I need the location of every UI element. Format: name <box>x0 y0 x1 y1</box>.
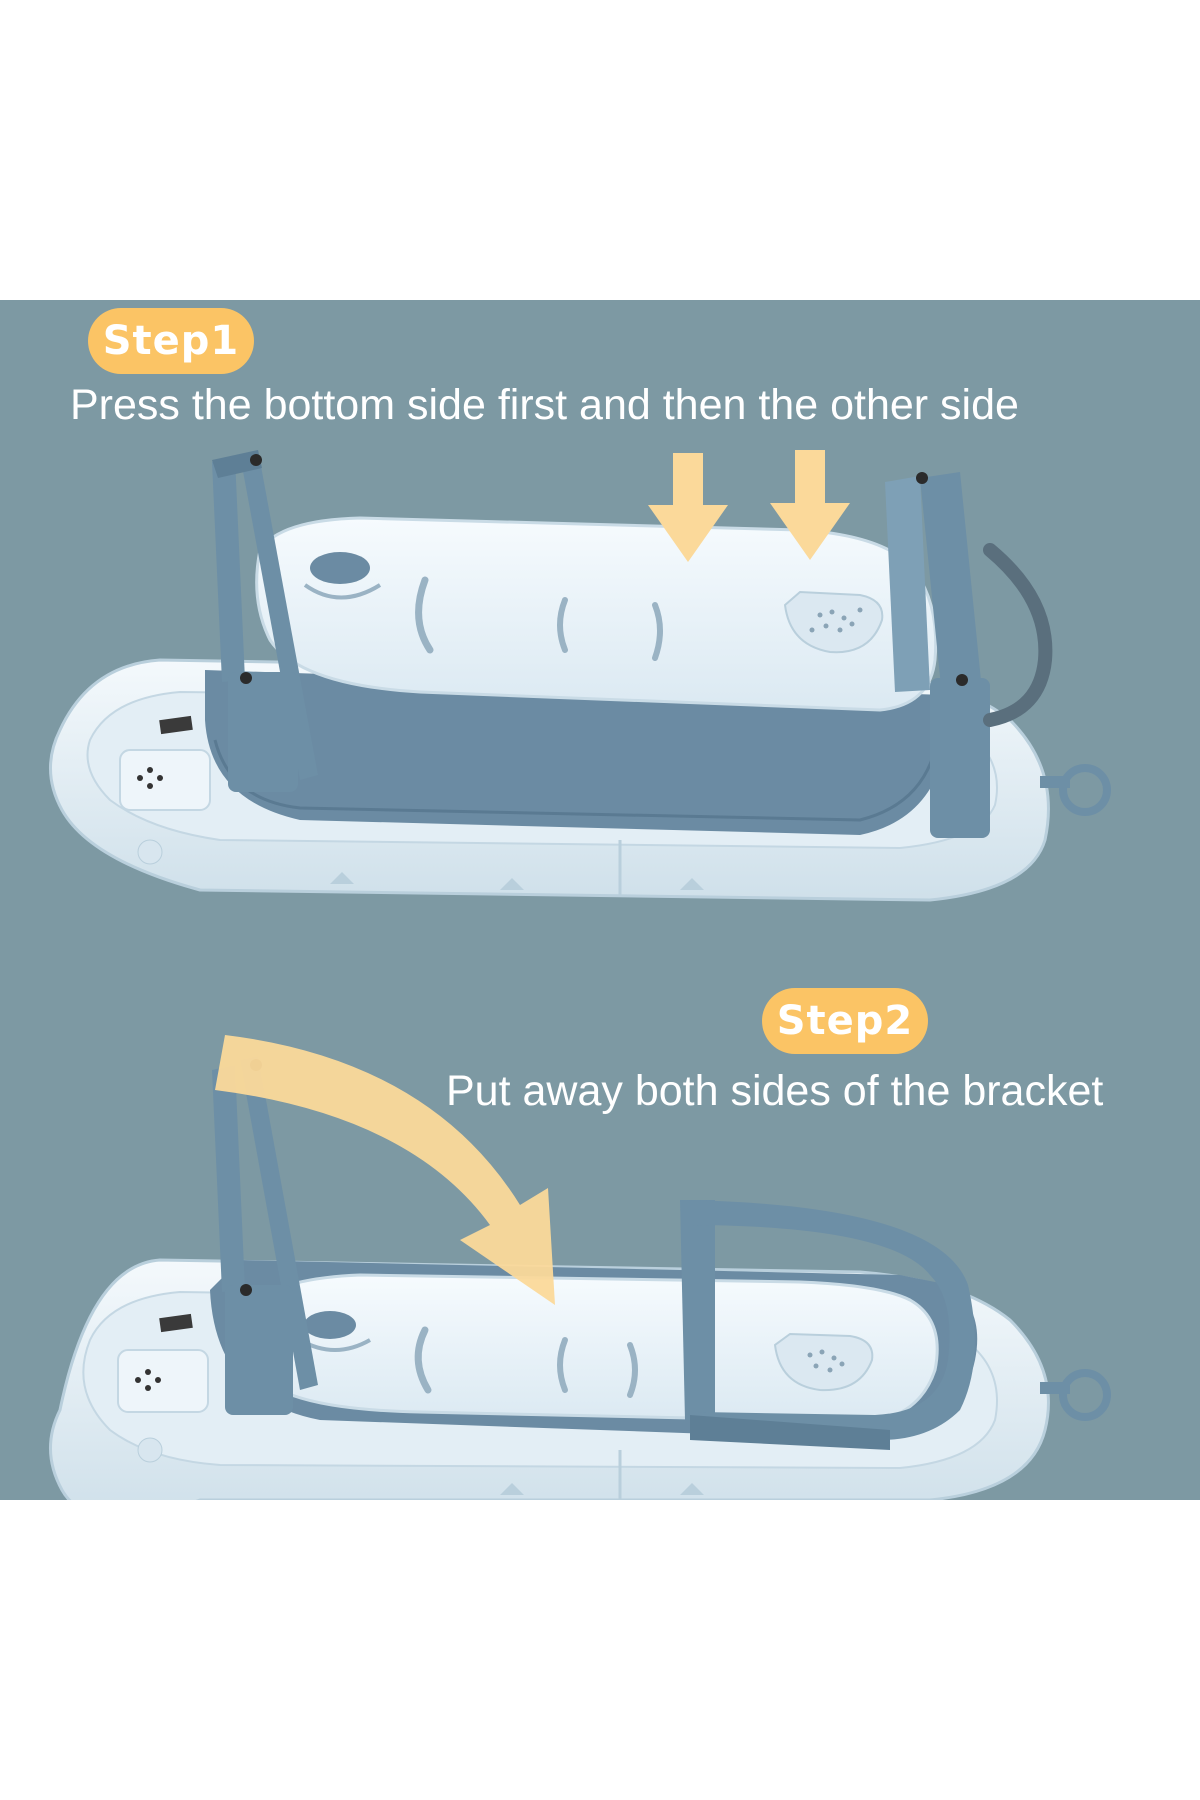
step2-badge: Step2 <box>762 988 928 1054</box>
curved-arrow-icon <box>215 1035 555 1305</box>
hook-icon <box>1040 1369 1111 1421</box>
down-arrow-icon <box>770 450 850 560</box>
left-bracket <box>240 450 318 780</box>
step1-caption: Press the bottom side first and then the… <box>70 381 1019 429</box>
hook-icon <box>1040 764 1111 816</box>
bath-insert-top <box>255 516 938 712</box>
step2-tub-illustration <box>49 1035 1111 1500</box>
step1-badge: Step1 <box>88 308 254 374</box>
soft-body <box>205 670 945 835</box>
instruction-panel: Step1 Press the bottom side first and th… <box>0 300 1200 1500</box>
right-bracket <box>680 1200 715 1420</box>
step1-tub-illustration <box>49 450 1111 902</box>
left-bracket <box>240 1056 318 1390</box>
down-arrow-icon <box>648 453 728 562</box>
step2-caption: Put away both sides of the bracket <box>446 1067 1104 1115</box>
illustration <box>49 450 1111 1500</box>
